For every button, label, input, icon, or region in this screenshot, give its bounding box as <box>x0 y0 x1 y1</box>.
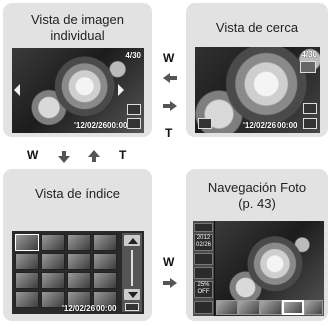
zoom-w-label: W <box>163 51 175 65</box>
osd-date: '12/02/26 <box>74 121 108 130</box>
index-view-title: Vista de índice <box>34 186 121 201</box>
single-view-panel: Vista de imagen individual 4/30 '12/02/2… <box>3 3 152 137</box>
right-arrow-icon <box>118 84 124 96</box>
index-thumbnail <box>93 253 117 270</box>
left-arrow-icon <box>14 84 20 96</box>
single-view-title-line1: Vista de imagen <box>31 12 124 27</box>
index-thumbnail <box>15 253 39 270</box>
side-percent: 25% <box>197 282 210 288</box>
photo-nav-panel: Navegación Foto (p. 43) 2012 02/26 25% O… <box>186 169 328 321</box>
people-icon[interactable] <box>194 267 213 279</box>
photo-nav-sidebar: 2012 02/26 25% OFF <box>193 221 214 316</box>
index-thumbnail <box>41 253 65 270</box>
index-thumbnail <box>93 272 117 289</box>
closeup-trim-icon <box>198 118 212 129</box>
index-osd-time: 00:00 <box>96 304 117 313</box>
index-thumbnail <box>67 291 91 308</box>
arrow-right-icon <box>163 101 177 111</box>
closeup-osd-time: 00:00 <box>277 121 298 130</box>
closeup-zoom-icon <box>303 103 317 114</box>
osd-time: 00:00 <box>107 121 128 130</box>
filmstrip-thumbnail <box>238 300 260 315</box>
index-osd-date: '12/02/26 <box>62 304 96 313</box>
index-thumbnail <box>67 234 91 251</box>
photo-nav-title-line2: (p. 43) <box>238 196 276 211</box>
index-scrollbar[interactable] <box>122 233 142 312</box>
scroll-track[interactable] <box>131 250 133 286</box>
zoom-icon <box>127 104 141 115</box>
side-year: 2012 <box>196 235 211 241</box>
single-view-screen: 4/30 '12/02/26 00:00 <box>12 48 144 133</box>
filmstrip-thumbnail <box>216 300 238 315</box>
index-thumbnail <box>15 234 39 251</box>
single-view-title: Vista de imagen individual <box>3 12 152 44</box>
closeup-index-icon <box>303 118 317 129</box>
navigator-box-icon <box>300 61 316 73</box>
zoom-t-bottom-label: T <box>119 148 127 162</box>
filmstrip-thumbnail-selected <box>282 300 304 315</box>
index-thumbnail <box>15 291 39 308</box>
arrow-up-icon <box>88 150 100 162</box>
index-thumbnail <box>93 291 117 308</box>
arrow-left-icon <box>163 73 177 83</box>
index-thumbnail <box>67 272 91 289</box>
closeup-osd-date: '12/02/26 <box>243 121 277 130</box>
photo-nav-title-line1: Navegación Foto <box>207 180 307 195</box>
face-item[interactable] <box>194 253 213 265</box>
closeup-view-screen: 4/30 '12/02/26 00:00 <box>195 47 320 133</box>
photo-nav-title: Navegación Foto (p. 43) <box>186 180 328 212</box>
filmstrip-thumbnail <box>304 300 323 315</box>
closeup-flower-photo <box>195 47 320 133</box>
index-thumbnail <box>67 253 91 270</box>
zoom-t-label: T <box>165 126 173 140</box>
scroll-down-button[interactable] <box>123 288 141 301</box>
index-thumbnail <box>15 272 39 289</box>
index-thumbnail <box>41 234 65 251</box>
closeup-view-panel: Vista de cerca 4/30 '12/02/26 00:00 <box>186 3 328 137</box>
strength-item[interactable]: 25% OFF <box>194 281 213 298</box>
index-view-panel: Vista de índice '12/02/26 00:00 <box>3 169 152 321</box>
zoom-w-bottom-label: W <box>27 148 39 162</box>
index-single-icon <box>125 303 139 311</box>
side-date: 02/26 <box>195 242 211 248</box>
index-thumbnail <box>93 234 117 251</box>
calendar-item[interactable] <box>194 223 213 232</box>
arrow-down-icon <box>58 151 70 163</box>
index-view-screen: '12/02/26 00:00 <box>12 231 144 314</box>
closeup-osd-frame-number: 4/30 <box>301 50 317 59</box>
single-view-title-line2: individual <box>50 28 105 43</box>
photo-nav-screen: 2012 02/26 25% OFF <box>193 221 324 316</box>
index-thumbnail <box>41 272 65 289</box>
side-off: OFF <box>197 289 210 295</box>
index-thumbnail <box>41 291 65 308</box>
filmstrip-thumbnail <box>260 300 282 315</box>
osd-frame-number: 4/30 <box>125 51 141 60</box>
arrow-right-lower-icon <box>163 278 177 288</box>
trash-icon[interactable] <box>194 301 213 314</box>
zoom-w-lower-label: W <box>163 255 175 269</box>
closeup-view-title: Vista de cerca <box>215 20 299 35</box>
date-item[interactable]: 2012 02/26 <box>194 234 213 251</box>
scroll-up-button[interactable] <box>123 234 141 247</box>
index-icon <box>127 118 141 129</box>
